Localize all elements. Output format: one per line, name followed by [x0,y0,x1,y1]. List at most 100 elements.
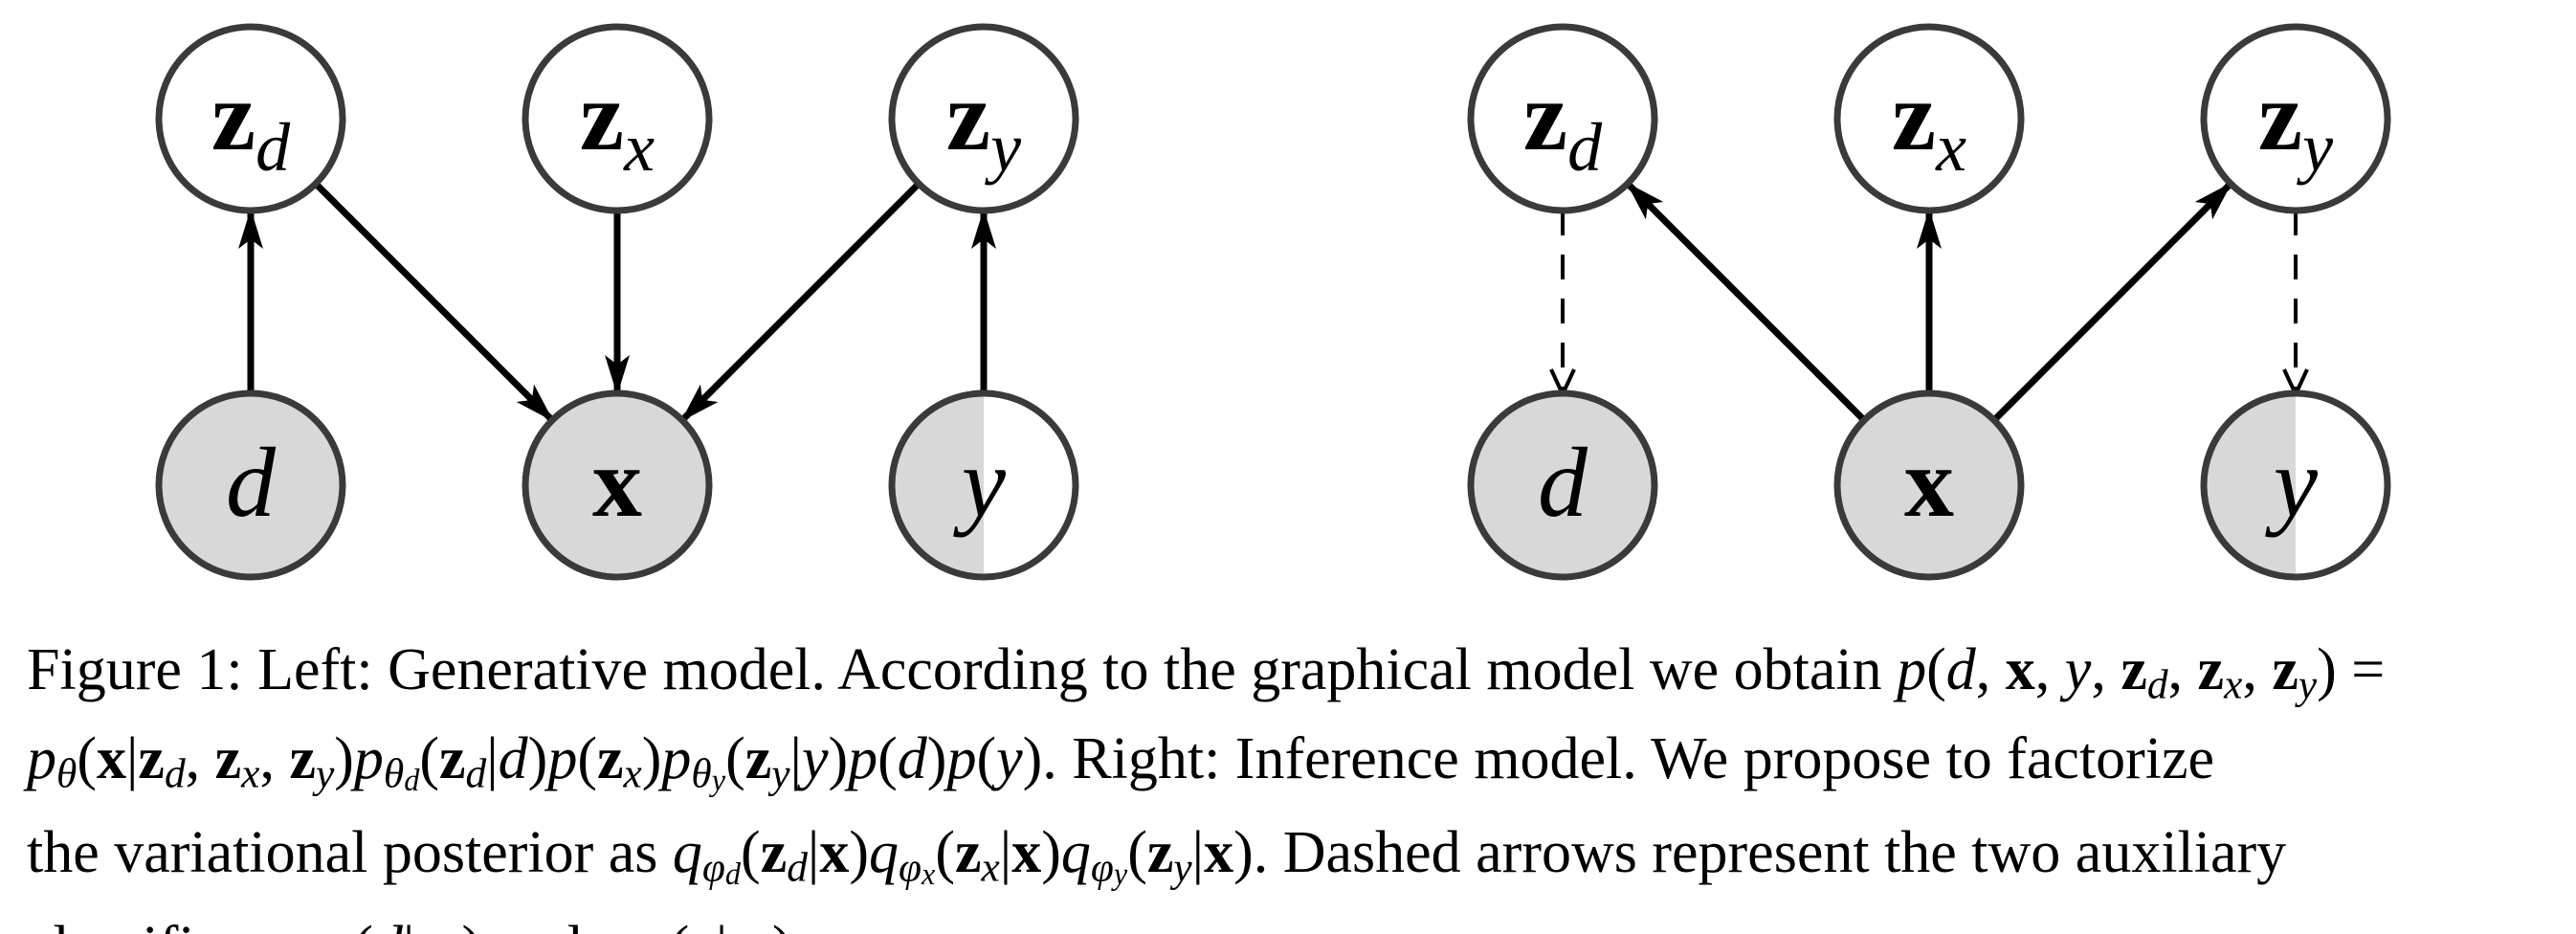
node-zx: zx [522,23,713,214]
caption-text-segment: z [596,725,624,791]
node-half-shading [2204,393,2296,577]
caption-text-segment: , [185,725,215,791]
caption-text-segment: ). [772,915,807,934]
caption-text-segment: q [672,820,702,886]
caption-text-segment: | [789,725,802,791]
node-label-zx: zx [580,61,655,186]
node-zx: zx [1833,23,2025,214]
node-fill [159,393,343,577]
caption-text-segment: φ [1090,844,1114,891]
node-half-shading [892,393,984,577]
caption-text-segment: , [259,725,290,791]
caption-text-segment: ( [1926,637,1946,702]
node-label-zd: zd [1523,61,1603,186]
caption-line-1: Figure 1: Left: Generative model. Accord… [27,634,2563,723]
caption-text-segment: p [547,725,578,791]
caption-line-3: the variational posterior as qφd(zd|x)qφ… [27,816,2563,911]
caption-text-segment: d [2146,661,2168,708]
caption-text-segment: y [1113,856,1128,892]
caption-text-segment: x [241,750,260,797]
node-outline [155,23,346,214]
caption-text-segment: ) [641,725,662,791]
caption-text-segment: z [954,820,982,886]
edge-zd-to-x [313,181,555,423]
caption-text-segment: y [1173,844,1192,891]
caption-text-segment: ). Right: Inference model. We propose to… [1022,725,2215,791]
node-outline [155,389,346,581]
caption-text-segment: | [403,915,414,934]
node-fill [1471,27,1654,211]
caption-text-segment: ) [334,725,354,791]
node-outline [1467,389,1658,581]
caption-text-segment: y [996,725,1023,791]
caption-text-segment: z [214,725,242,791]
caption-text-segment: θ [383,750,405,797]
caption-text-segment: x [2005,637,2035,702]
node-outline [888,23,1079,214]
node-outline [2200,389,2391,581]
caption-text-segment: classifiers [27,915,278,934]
edge-x-to-zd [1625,181,1867,423]
caption-text-segment: y [689,915,716,934]
node-fill [159,27,343,211]
node-zy: zy [2200,23,2391,214]
node-label-zx: zx [1892,61,1966,186]
node-zd: zd [1467,23,1658,214]
node-label-d: d [1538,428,1588,538]
caption-text-segment: ) [527,725,548,791]
node-outline [522,389,713,581]
caption-text-segment: p [27,725,56,791]
node-label-y: y [2265,428,2319,538]
node-outline [1833,23,2025,214]
caption-text-segment: , [2091,637,2121,702]
caption-text-segment: z [744,725,772,791]
caption-line-2: pθ(x|zd, zx, zy)pθd(zd|d)p(zx)pθy(zy|y)p… [27,723,2563,817]
node-outline [1833,389,2025,581]
node-fill [1837,27,2021,211]
caption-text-segment: , [1975,637,2006,702]
caption-text-segment: | [716,915,727,934]
caption-text-segment: θ [691,750,712,797]
caption-text-segment: | [125,725,139,791]
node-d: d [1467,389,1658,581]
diagram-inference-model: zd zx zy d x y [1467,23,2391,581]
node-x: x [522,389,713,581]
node-fill [1471,393,1654,577]
caption-text-segment: ( [353,915,373,934]
caption-text-segment: p [1897,637,1927,702]
node-label-x: x [1904,428,1954,538]
caption-text-segment: y [315,750,335,797]
caption-text-segment: d [787,844,808,891]
caption-text-segment: the variational posterior as [27,820,673,886]
caption-text-segment: d [373,915,403,934]
caption-text-segment: Figure 1: Left: Generative model. Accord… [27,637,1898,702]
caption-text-segment: ( [976,725,997,791]
caption-text-segment: d [897,725,927,791]
caption-text-segment: z [2272,637,2298,702]
caption-text-segment: p [946,725,977,791]
caption-text-segment: x [623,750,642,797]
node-fill [892,27,1076,211]
node-y: y [2200,389,2391,581]
caption-text-segment: z [138,725,165,791]
caption-text-segment: y [771,750,790,797]
caption-text-segment: , [2242,637,2273,702]
node-label-zy: zy [946,61,1021,186]
caption-text-segment: φ [899,844,922,891]
caption-text-segment: ( [1127,820,1147,886]
caption-text-segment: ( [741,820,761,886]
caption-text-segment: | [999,820,1012,886]
caption-text-segment: | [1191,820,1205,886]
node-label-d: d [226,428,277,538]
caption-text-segment: , [2034,637,2065,702]
node-label-zd: zd [211,61,291,186]
caption-text-segment: ( [877,725,898,791]
caption-text-segment: q [597,915,627,934]
edge-zy-to-x [679,181,922,423]
caption-text-segment: d [1945,637,1976,702]
caption-text-segment: y [2064,637,2092,702]
caption-line-4: classifiers qωd(d|zd) and qωy(y|zy). [27,911,2563,934]
figure-caption: Figure 1: Left: Generative model. Accord… [27,634,2563,934]
caption-text-segment: y [711,762,726,797]
